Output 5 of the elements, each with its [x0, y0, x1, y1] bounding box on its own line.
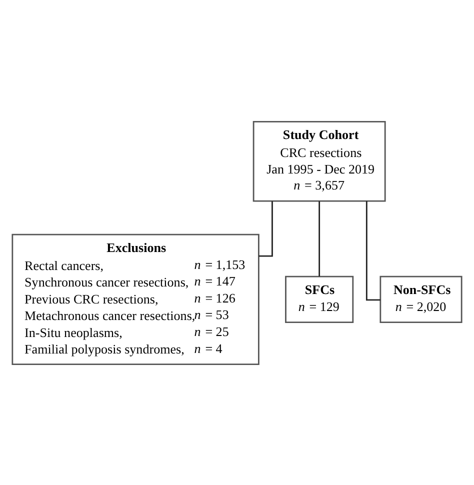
node-box: Exclusions Rectal cancers, n = 1,153 Synchronous cancer resections, n = 147 Previous CRC resections, n = 126 Metachronous cancer resections,n = 53 In-Situ neoplasms, n = 25 Familial polyposis syndromes, n = 4	[12, 233, 260, 364]
node-box: SFCs n = 129	[285, 275, 354, 322]
node-box: Non-SFCs n = 2,020	[380, 275, 462, 322]
node-box: Study Cohort CRC resections Jan 1995 - Dec 2019 n = 3,657	[252, 120, 386, 202]
connector	[318, 200, 320, 276]
